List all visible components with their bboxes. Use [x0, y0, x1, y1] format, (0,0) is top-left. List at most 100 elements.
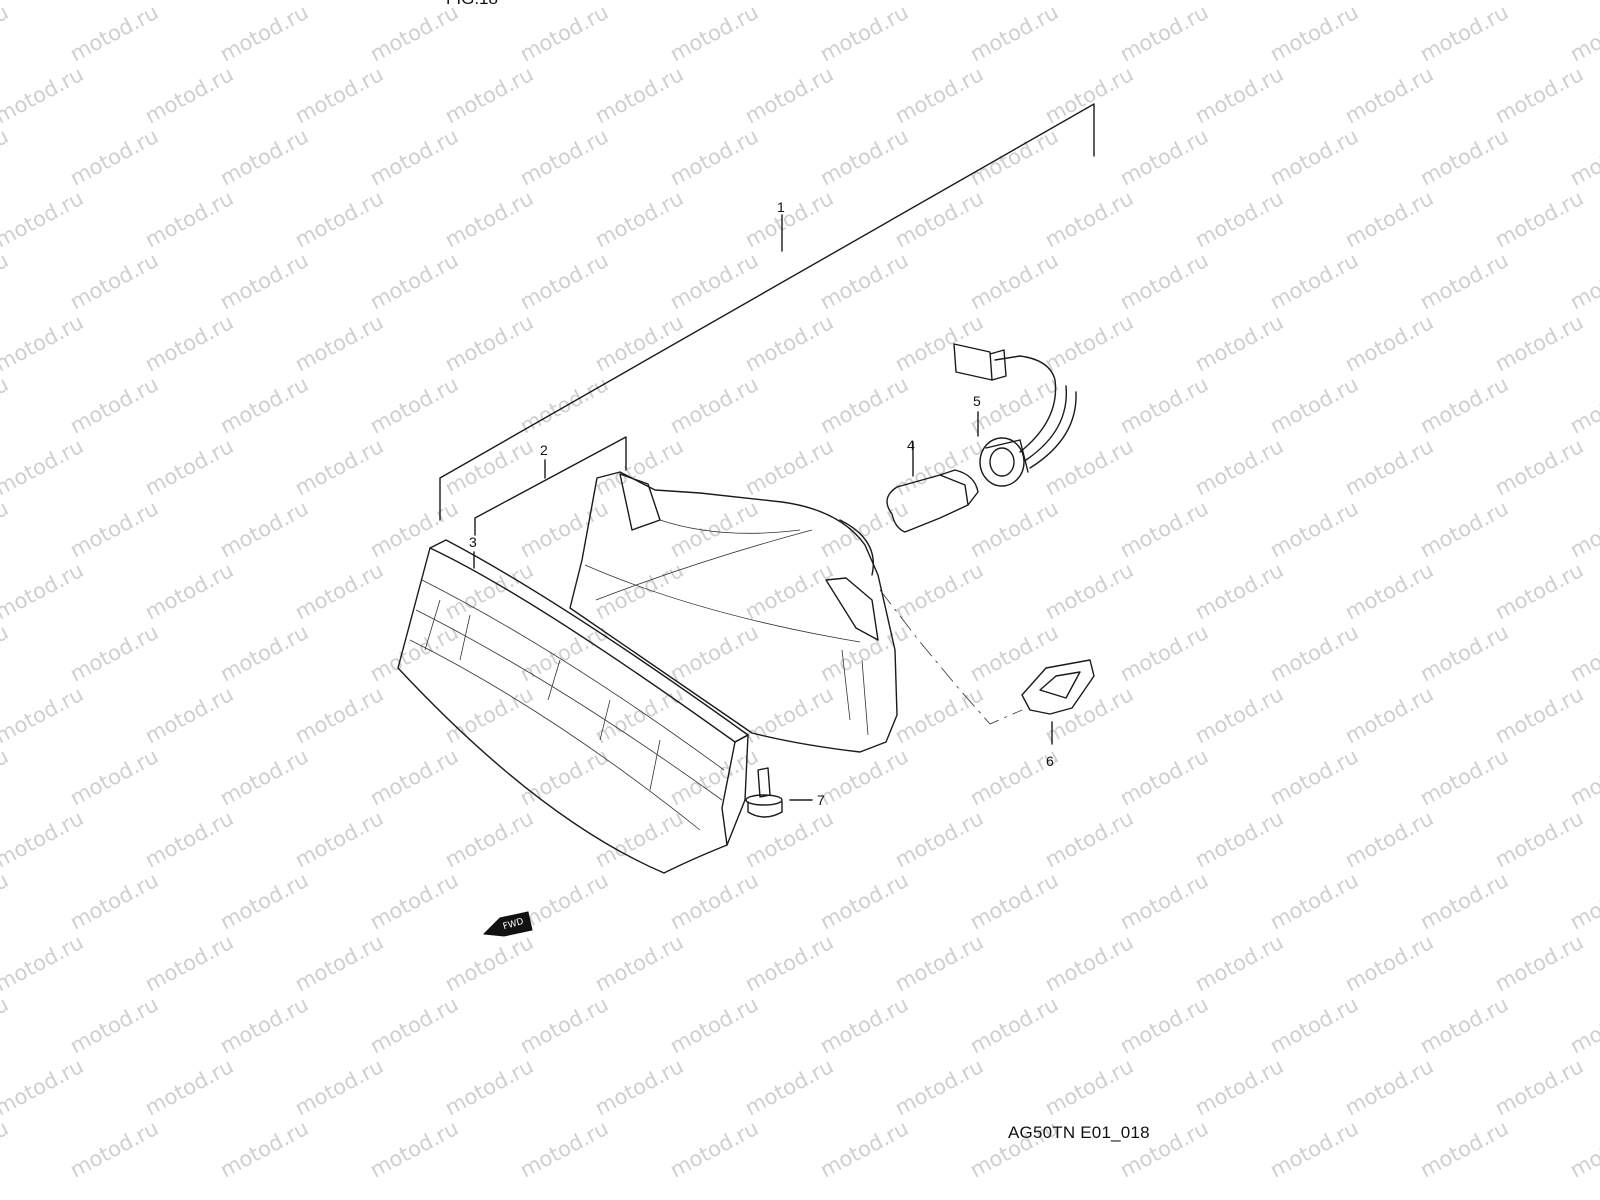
watermark-text: motod.ru	[0, 620, 12, 686]
watermark-text: motod.ru	[0, 992, 12, 1058]
watermark-text: motod.ru	[1416, 124, 1512, 190]
watermark-text: motod.ru	[1416, 992, 1512, 1058]
watermark-text: motod.ru	[741, 558, 837, 624]
watermark-text: motod.ru	[1341, 1054, 1437, 1120]
watermark-text: motod.ru	[441, 930, 537, 996]
watermark-text: motod.ru	[891, 558, 987, 624]
watermark-text: motod.ru	[66, 0, 162, 66]
watermark-text: motod.ru	[1191, 806, 1287, 872]
watermark-text: motod.ru	[291, 558, 387, 624]
watermark-text: motod.ru	[66, 620, 162, 686]
watermark-text: motod.ru	[816, 248, 912, 314]
watermark-text: motod.ru	[1416, 496, 1512, 562]
watermark-text: motod.ru	[0, 248, 12, 314]
watermark-text: motod.ru	[0, 186, 87, 252]
watermark-text: motod.ru	[1416, 868, 1512, 934]
watermark-text: motod.ru	[591, 0, 687, 4]
watermark-text: motod.ru	[1191, 434, 1287, 500]
watermark-text: motod.ru	[891, 434, 987, 500]
watermark-text: motod.ru	[0, 930, 87, 996]
watermark-text: motod.ru	[141, 1054, 237, 1120]
watermark-text: motod.ru	[741, 930, 837, 996]
watermark-text: motod.ru	[1116, 372, 1212, 438]
watermark-text: motod.ru	[1416, 372, 1512, 438]
watermark-text: motod.ru	[1341, 682, 1437, 748]
watermark-text: motod.ru	[891, 1054, 987, 1120]
watermark-text: motod.ru	[966, 868, 1062, 934]
socket-part-5	[953, 343, 1077, 487]
watermark-text: motod.ru	[1491, 1054, 1587, 1120]
watermark-text: motod.ru	[1191, 930, 1287, 996]
watermark-text: motod.ru	[1266, 992, 1362, 1058]
watermark-text: motod.ru	[891, 930, 987, 996]
watermark-text: motod.ru	[516, 372, 612, 438]
watermark-text: motod.ru	[366, 372, 462, 438]
watermark-text: motod.ru	[1566, 868, 1600, 934]
watermark-text: motod.ru	[1416, 1116, 1512, 1182]
watermark-text: motod.ru	[291, 0, 387, 4]
watermark-text: motod.ru	[1566, 0, 1600, 66]
callout-part-1: 1	[777, 199, 785, 215]
watermark-text: motod.ru	[66, 124, 162, 190]
watermark-text: motod.ru	[216, 0, 312, 66]
watermark-text: motod.ru	[1341, 62, 1437, 128]
watermark-text: motod.ru	[366, 620, 462, 686]
watermark-text: motod.ru	[741, 1054, 837, 1120]
watermark-text: motod.ru	[291, 434, 387, 500]
watermark-text: motod.ru	[591, 930, 687, 996]
callout-part-6: 6	[1046, 753, 1054, 769]
watermark-text: motod.ru	[816, 496, 912, 562]
watermark-text: motod.ru	[0, 0, 87, 4]
watermark-text: motod.ru	[666, 496, 762, 562]
watermark-text: motod.ru	[291, 1054, 387, 1120]
watermark-text: motod.ru	[141, 806, 237, 872]
watermark-text: motod.ru	[1566, 248, 1600, 314]
figure-header: FIG.18	[446, 0, 498, 9]
watermark-text: motod.ru	[1041, 930, 1137, 996]
watermark-text: motod.ru	[0, 1116, 12, 1182]
watermark-text: motod.ru	[1416, 620, 1512, 686]
watermark-text: motod.ru	[141, 310, 237, 376]
watermark-text: motod.ru	[0, 496, 12, 562]
watermark-text: motod.ru	[291, 806, 387, 872]
watermark-text: motod.ru	[516, 1116, 612, 1182]
watermark-text: motod.ru	[966, 620, 1062, 686]
watermark-text: motod.ru	[1566, 992, 1600, 1058]
watermark-text: motod.ru	[0, 558, 87, 624]
watermark-text: motod.ru	[741, 434, 837, 500]
watermark-text: motod.ru	[591, 434, 687, 500]
watermark-text: motod.ru	[66, 248, 162, 314]
watermark-text: motod.ru	[1191, 186, 1287, 252]
watermark-text: motod.ru	[741, 0, 837, 4]
watermark-text: motod.ru	[591, 1054, 687, 1120]
watermark-text: motod.ru	[666, 744, 762, 810]
watermark-text: motod.ru	[516, 744, 612, 810]
housing-part-2	[569, 471, 898, 753]
watermark-text: motod.ru	[0, 1054, 87, 1120]
assembly-bracket-1	[439, 103, 1095, 521]
watermark-text: motod.ru	[291, 682, 387, 748]
watermark-text: motod.ru	[366, 124, 462, 190]
watermark-text: motod.ru	[1491, 930, 1587, 996]
watermark-text: motod.ru	[591, 310, 687, 376]
watermark-text: motod.ru	[1566, 620, 1600, 686]
watermark-text: motod.ru	[216, 992, 312, 1058]
watermark-text: motod.ru	[1491, 806, 1587, 872]
watermark-text: motod.ru	[366, 992, 462, 1058]
watermark-text: motod.ru	[516, 248, 612, 314]
watermark-text: motod.ru	[216, 1116, 312, 1182]
watermark-text: motod.ru	[1266, 1116, 1362, 1182]
watermark-text: motod.ru	[1341, 558, 1437, 624]
watermark-text: motod.ru	[366, 1116, 462, 1182]
watermark-text: motod.ru	[816, 1116, 912, 1182]
watermark-text: motod.ru	[1041, 1054, 1137, 1120]
watermark-text: motod.ru	[0, 682, 87, 748]
watermark-text: motod.ru	[216, 496, 312, 562]
watermark-text: motod.ru	[1266, 496, 1362, 562]
watermark-text: motod.ru	[66, 744, 162, 810]
watermark-text: motod.ru	[516, 124, 612, 190]
watermark-text: motod.ru	[1416, 248, 1512, 314]
watermark-text: motod.ru	[1416, 744, 1512, 810]
watermark-text: motod.ru	[1041, 62, 1137, 128]
